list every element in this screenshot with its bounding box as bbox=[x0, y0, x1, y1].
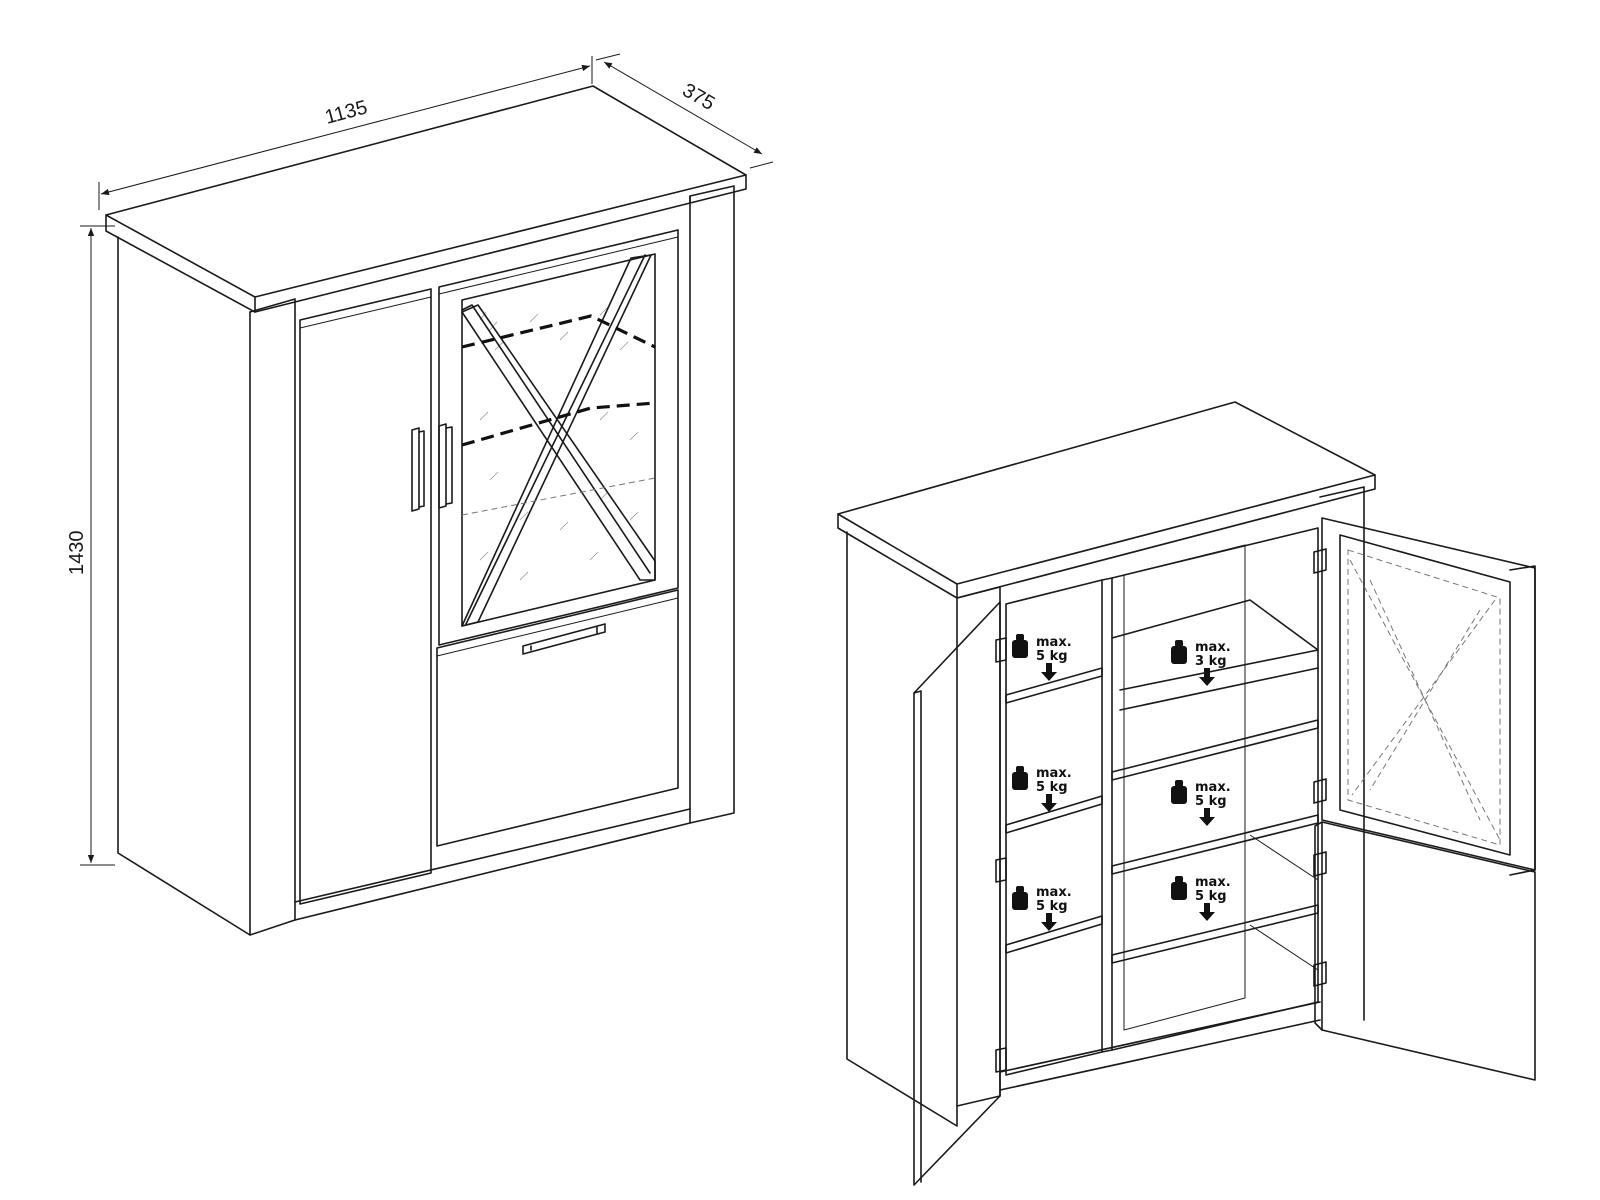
load-label-5-max: max. bbox=[1036, 885, 1072, 900]
load-label-6-weight: 5 kg bbox=[1195, 889, 1227, 904]
open-cabinet bbox=[837, 401, 1536, 1186]
dimension-lines bbox=[80, 53, 774, 866]
load-label-4-max: max. bbox=[1195, 780, 1231, 795]
closed-cabinet bbox=[105, 85, 747, 936]
load-label-3-max: max. bbox=[1036, 766, 1072, 781]
load-label-5-weight: 5 kg bbox=[1036, 899, 1068, 914]
weight-icon-4 bbox=[1171, 780, 1215, 826]
depth-dimension-label: 375 bbox=[679, 79, 719, 115]
weight-icon-6 bbox=[1171, 876, 1215, 921]
load-label-3-weight: 5 kg bbox=[1036, 780, 1068, 795]
weight-icon-5 bbox=[1012, 886, 1057, 931]
width-dimension-label: 1135 bbox=[323, 96, 370, 128]
load-label-2-weight: 3 kg bbox=[1195, 654, 1227, 669]
load-label-2-max: max. bbox=[1195, 640, 1231, 655]
weight-icon-2 bbox=[1171, 640, 1215, 686]
load-label-6-max: max. bbox=[1195, 875, 1231, 890]
load-label-1-weight: 5 kg bbox=[1036, 649, 1068, 664]
height-dimension-label: 1430 bbox=[66, 531, 88, 576]
load-label-1-max: max. bbox=[1036, 635, 1072, 650]
weight-icon-3 bbox=[1012, 766, 1057, 812]
weight-icon-1 bbox=[1012, 634, 1057, 681]
load-label-4-weight: 5 kg bbox=[1195, 794, 1227, 809]
